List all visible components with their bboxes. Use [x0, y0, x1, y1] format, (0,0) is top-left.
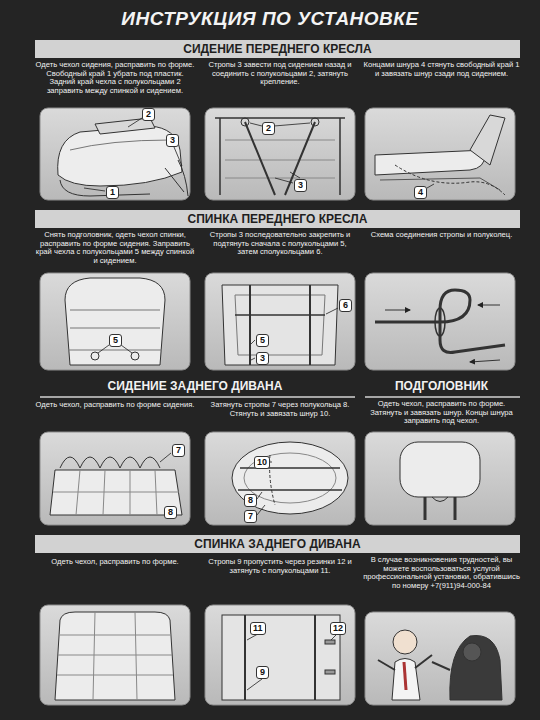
instruction-text: Одеть чехол, расправить по форме сидения…	[35, 401, 195, 410]
section-heading: СИДЕНИЕ ЗАДНЕГО ДИВАНА	[35, 379, 355, 393]
bench-back-sketch	[55, 612, 175, 700]
callout-number: 3	[166, 134, 179, 147]
section-title: СПИНКА ЗАДНЕГО ДИВАНА	[194, 537, 360, 551]
callout-number: 1	[106, 186, 119, 199]
seat-sketch	[58, 118, 188, 196]
headrest-sketch	[400, 442, 480, 520]
callout-number: 7	[244, 510, 257, 523]
backrest-sketch	[65, 278, 165, 365]
heading-underline	[40, 396, 520, 398]
callout-number: 4	[414, 186, 427, 199]
instruction-text: Стропы 3 завести под сидением назад и со…	[203, 61, 357, 87]
strap-sketch	[215, 118, 345, 195]
callout-number: 5	[109, 334, 122, 347]
callout-number: 2	[142, 108, 155, 121]
instruction-text: В случае возникновения трудностей, вы мо…	[363, 556, 520, 591]
callout-number: 11	[250, 622, 266, 635]
instruction-text: Концами шнура 4 стянуть свободный край 1…	[363, 61, 520, 78]
instruction-text: Затянуть стропы 7 через полукольца 8. Ст…	[203, 401, 357, 418]
cartoon	[378, 630, 502, 700]
instruction-text: Стропы 3 последовательно закрепить и под…	[203, 231, 357, 257]
callout-number: 6	[339, 299, 352, 312]
section-band: СПИНКА ПЕРЕДНЕГО КРЕСЛА	[35, 210, 520, 228]
page-title: ИНСТРУКЦИЯ ПО УСТАНОВКЕ	[20, 8, 520, 30]
section-band: СПИНКА ЗАДНЕГО ДИВАНА	[35, 535, 520, 553]
section-heading: ПОДГОЛОВНИК	[363, 379, 520, 393]
section-band: СИДЕНИЕ ПЕРЕДНЕГО КРЕСЛА	[35, 40, 520, 58]
instruction-text: Одеть чехол, расправить по форме.	[35, 558, 195, 567]
section-title: СПИНКА ПЕРЕДНЕГО КРЕСЛА	[188, 212, 368, 226]
callout-number: 2	[262, 122, 275, 135]
bench-under-sketch	[232, 442, 348, 515]
cord-sketch	[375, 115, 505, 195]
section-title: СИДЕНИЕ ПЕРЕДНЕГО КРЕСЛА	[183, 42, 371, 56]
callout-number: 8	[244, 494, 257, 507]
callout-number: 3	[294, 179, 307, 192]
backrest-rear-sketch	[222, 285, 338, 365]
ring-scheme	[375, 290, 505, 362]
callout-number: 10	[254, 456, 270, 469]
callout-number: 12	[330, 622, 346, 635]
instruction-text: Одеть чехол сидения, расправить по форме…	[35, 61, 195, 96]
instruction-text: Снять подголовник, одеть чехол спинки, р…	[35, 231, 195, 266]
bench-seat-sketch	[50, 453, 182, 515]
callout-number: 5	[256, 334, 269, 347]
instruction-text: Стропы 9 пропустить через резинки 12 и з…	[203, 558, 357, 575]
instruction-text: Схема соединения стропы и полуколец.	[363, 231, 520, 240]
callout-number: 3	[256, 352, 269, 365]
bench-back-rear-sketch	[222, 615, 340, 700]
callout-number: 8	[164, 506, 177, 519]
callout-number: 7	[172, 444, 185, 457]
callout-number: 9	[256, 666, 269, 679]
instruction-text: Одеть чехол, расправить по форме. Затяну…	[363, 400, 520, 426]
